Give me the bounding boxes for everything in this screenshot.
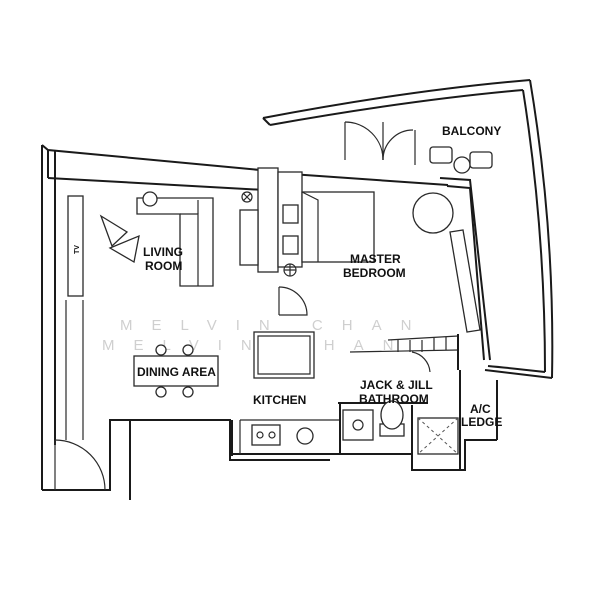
balcony-chair-left — [429, 146, 453, 164]
stove — [251, 424, 281, 446]
balcony-table — [453, 156, 471, 174]
living-label-2: ROOM — [145, 259, 182, 273]
ac-label-1: A/C — [470, 402, 491, 416]
balcony-label: BALCONY — [442, 124, 501, 138]
master-bedroom — [241, 171, 481, 333]
watermark-line-2: MELVIN CHAN — [102, 337, 412, 354]
tv-label: TV — [74, 245, 81, 254]
balcony-chair-right — [469, 151, 493, 169]
bath-label-2: BATHROOM — [359, 392, 429, 406]
bed — [301, 191, 375, 263]
round-chair — [412, 192, 454, 234]
living-room — [65, 167, 308, 440]
vanity — [342, 409, 374, 441]
sink — [296, 427, 314, 445]
dining-table — [133, 355, 219, 387]
jack-and-jill-bathroom — [338, 334, 459, 456]
master-label-2: BEDROOM — [343, 266, 406, 280]
tv-console — [67, 195, 84, 297]
master-label-1: MASTER — [350, 252, 401, 266]
kitchen-island — [253, 331, 315, 379]
lamp — [142, 191, 158, 207]
living-label-1: LIVING — [143, 245, 183, 259]
watermark-line-1: MELVIN CHAN — [120, 317, 430, 334]
dining-area — [54, 344, 219, 491]
balcony — [262, 79, 554, 379]
bath-label-1: JACK & JILL — [360, 378, 433, 392]
kitchen — [239, 331, 341, 454]
kitchen-label: KITCHEN — [253, 393, 306, 407]
toilet-bowl — [380, 400, 404, 430]
dining-label: DINING AREA — [137, 365, 216, 379]
ac-label-2: LEDGE — [461, 415, 502, 429]
